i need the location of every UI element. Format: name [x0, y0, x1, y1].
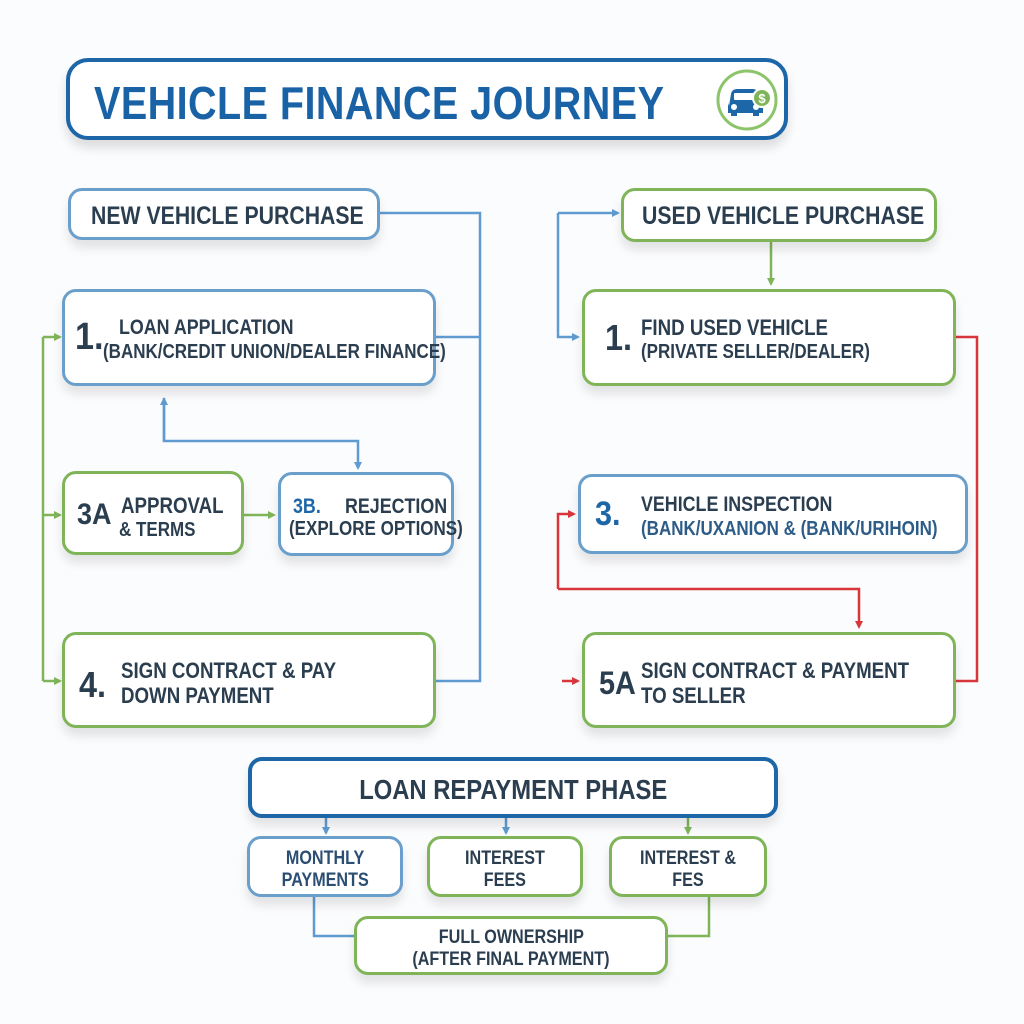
loan-repayment-header: LOAN REPAYMENT PHASE — [248, 757, 778, 818]
repayment-monthly-payments: MONTHLY PAYMENTS — [247, 836, 403, 897]
connector-used-left — [556, 213, 580, 341]
connector-red-to-sign — [558, 587, 863, 629]
connector-loan-rejection — [162, 398, 362, 470]
connector-monthly-to-ownership — [312, 897, 356, 938]
used-vehicle-header: USED VEHICLE PURCHASE — [621, 188, 937, 242]
repayment-interest-and-fes: INTEREST & FES — [609, 836, 767, 897]
connector-red-inspection-loop — [556, 510, 576, 589]
step-find-used-vehicle: 1. FIND USED VEHICLE (PRIVATE SELLER/DEA… — [582, 289, 956, 386]
step-loan-application: 1. LOAN APPLICATION (BANK/CREDIT UNION/D… — [62, 289, 446, 386]
car-dollar-icon: $ — [716, 69, 778, 131]
page-title: VEHICLE FINANCE JOURNEY — [94, 77, 665, 129]
loan-repayment-title: LOAN REPAYMENT PHASE — [358, 774, 668, 805]
svg-text:$: $ — [758, 91, 766, 106]
step-sign-contract-payment-seller: 5A SIGN CONTRACT & PAYMENT TO SELLER — [582, 632, 956, 728]
step-rejection: 3B. REJECTION (EXPLORE OPTIONS) — [278, 472, 463, 556]
repayment-interest-fees: INTEREST FEES — [427, 836, 583, 897]
step-approval-terms: 3A APPROVAL & TERMS — [62, 471, 244, 555]
full-ownership: FULL OWNERSHIP (AFTER FINAL PAYMENT) — [354, 916, 668, 975]
connector-new-header-to-spine — [380, 211, 482, 683]
title-banner: VEHICLE FINANCE JOURNEY $ — [66, 58, 788, 140]
new-vehicle-header: NEW VEHICLE PURCHASE — [68, 188, 380, 240]
connector-red-spine — [956, 335, 979, 683]
step-sign-contract-down-payment: 4. SIGN CONTRACT & PAY DOWN PAYMENT — [62, 632, 436, 728]
step-vehicle-inspection: 3. VEHICLE INSPECTION (BANK/UXANION & (B… — [578, 474, 968, 554]
connector-fees-to-ownership — [666, 897, 711, 938]
